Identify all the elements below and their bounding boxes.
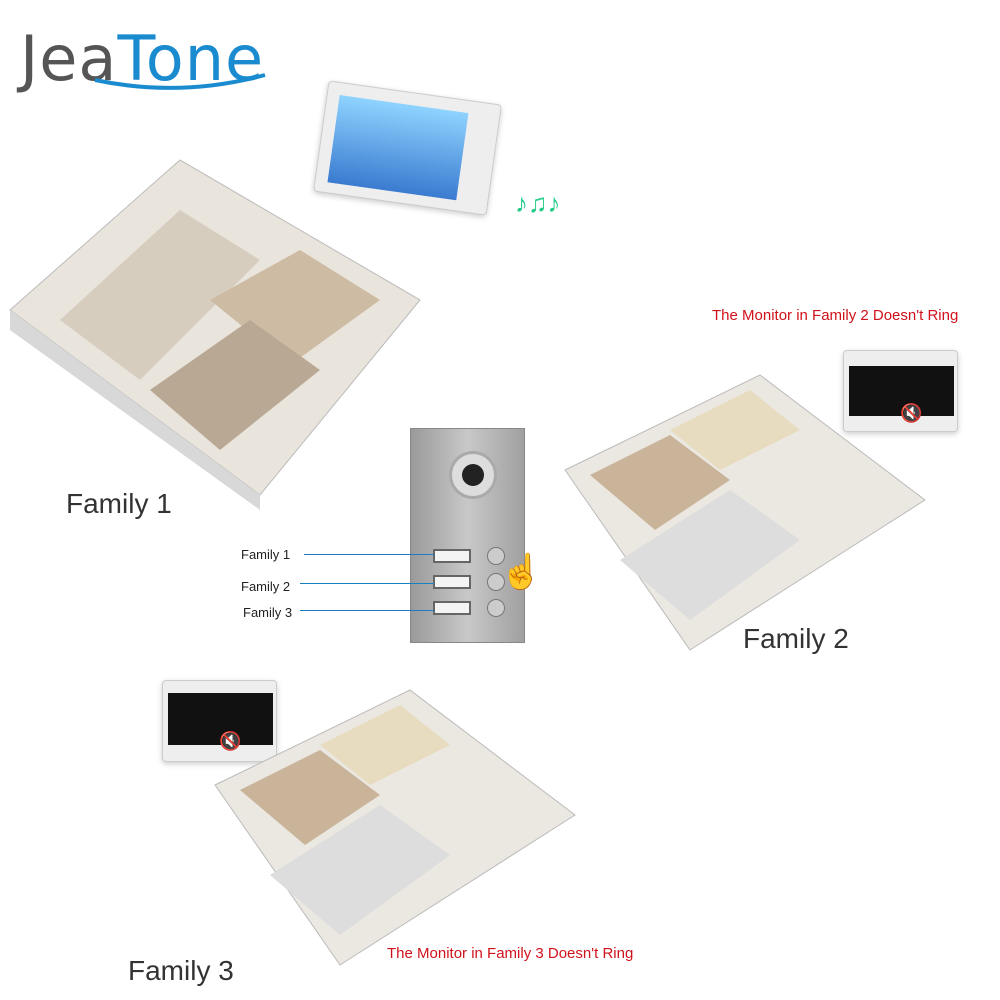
family2-floorplan — [564, 374, 926, 651]
call-button-family3[interactable] — [487, 599, 505, 617]
camera-icon — [449, 451, 497, 499]
door-station — [410, 428, 525, 643]
monitor-screen — [327, 95, 469, 201]
monitor-screen — [168, 693, 273, 745]
family3-label: Family 3 — [128, 955, 234, 986]
panel-label-2: Family 2 — [241, 579, 291, 594]
pointer-line-3 — [300, 610, 434, 611]
family3-floorplan — [214, 689, 576, 966]
mute-icon: 🔇 — [900, 403, 923, 423]
panel-label-1: Family 1 — [241, 547, 291, 562]
family2-label: Family 2 — [743, 623, 849, 654]
hand-pointer-icon: ☝ — [500, 553, 543, 591]
family1-floorplan — [9, 159, 421, 510]
panel-label-3: Family 3 — [243, 605, 293, 620]
name-slot-1 — [433, 549, 471, 563]
name-slot-2 — [433, 575, 471, 589]
family1-monitor — [313, 80, 502, 216]
monitor-screen — [849, 366, 954, 416]
music-notes-icon: ♪♫♪ — [515, 188, 561, 218]
family1-label: Family 1 — [66, 488, 172, 519]
mute-icon: 🔇 — [219, 731, 242, 751]
pointer-line-2 — [300, 583, 434, 584]
call-button-family2[interactable] — [487, 573, 505, 591]
logo-swoosh — [94, 73, 266, 90]
jeatone-logo: JeaTone — [20, 22, 264, 95]
call-button-family1[interactable] — [487, 547, 505, 565]
family3-note: The Monitor in Family 3 Doesn't Ring — [387, 945, 634, 962]
pointer-line-1 — [304, 554, 434, 555]
family2-monitor: 🔇 — [843, 350, 958, 432]
name-slot-3 — [433, 601, 471, 615]
family3-monitor: 🔇 — [162, 680, 277, 762]
family2-note: The Monitor in Family 2 Doesn't Ring — [712, 307, 959, 324]
